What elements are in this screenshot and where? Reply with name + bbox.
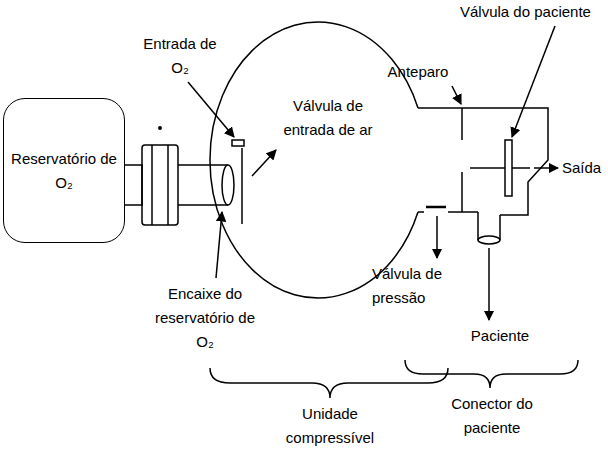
bag-neck: [418, 211, 424, 213]
valve-label: Válvula de pressão: [372, 262, 467, 310]
patient-label: Paciente: [460, 324, 540, 348]
valve-stem: [512, 167, 530, 169]
baffle-label: Anteparo: [376, 60, 460, 84]
reservoir-tube: [123, 165, 142, 205]
inlet-cylinder: [178, 165, 228, 205]
patient-connector: [462, 108, 548, 215]
o2-inlet-nipple: [232, 140, 244, 146]
outlet-label: Saída: [562, 156, 606, 180]
compressible-bag: [210, 22, 418, 298]
valve-label: Válvula de entrada de ar: [271, 94, 386, 142]
baffle: [461, 108, 463, 140]
reservoir-collar: [142, 145, 178, 225]
brace: [405, 360, 578, 388]
leader-arrow: [452, 86, 461, 104]
leader-arrow: [188, 82, 234, 137]
collar-ring: [151, 145, 153, 225]
group-label: Conector do paciente: [440, 392, 544, 440]
baffle: [461, 172, 463, 212]
group-label: Unidade compressível: [274, 402, 386, 450]
mark-dot: [159, 127, 161, 129]
outlet-arrow: [534, 167, 558, 169]
inlet-cylinder-end: [222, 165, 234, 205]
bag-neck: [448, 211, 478, 213]
pressure-valve: [426, 206, 446, 209]
bag-neck: [418, 107, 462, 109]
inlet-label: Entrada de O₂: [138, 32, 222, 80]
patient-port-end: [478, 236, 500, 244]
node-label: Reservatório de O₂: [10, 147, 118, 195]
leader-arrow: [512, 26, 555, 137]
leader-arrow: [216, 212, 222, 278]
pressure-arrow: [436, 216, 438, 258]
inlet-valve-plate: [241, 148, 243, 224]
fitting-label: Encaixe do reservatório de O₂: [145, 282, 265, 354]
air-inlet-arrow: [252, 150, 276, 176]
valve-stem: [470, 167, 505, 169]
valve-label: Válvula do paciente: [460, 0, 606, 24]
patient-valve: [505, 140, 512, 196]
collar-ring: [167, 145, 169, 225]
patient-arrow: [488, 248, 490, 320]
reservoir-box: Reservatório de O₂: [3, 98, 125, 243]
